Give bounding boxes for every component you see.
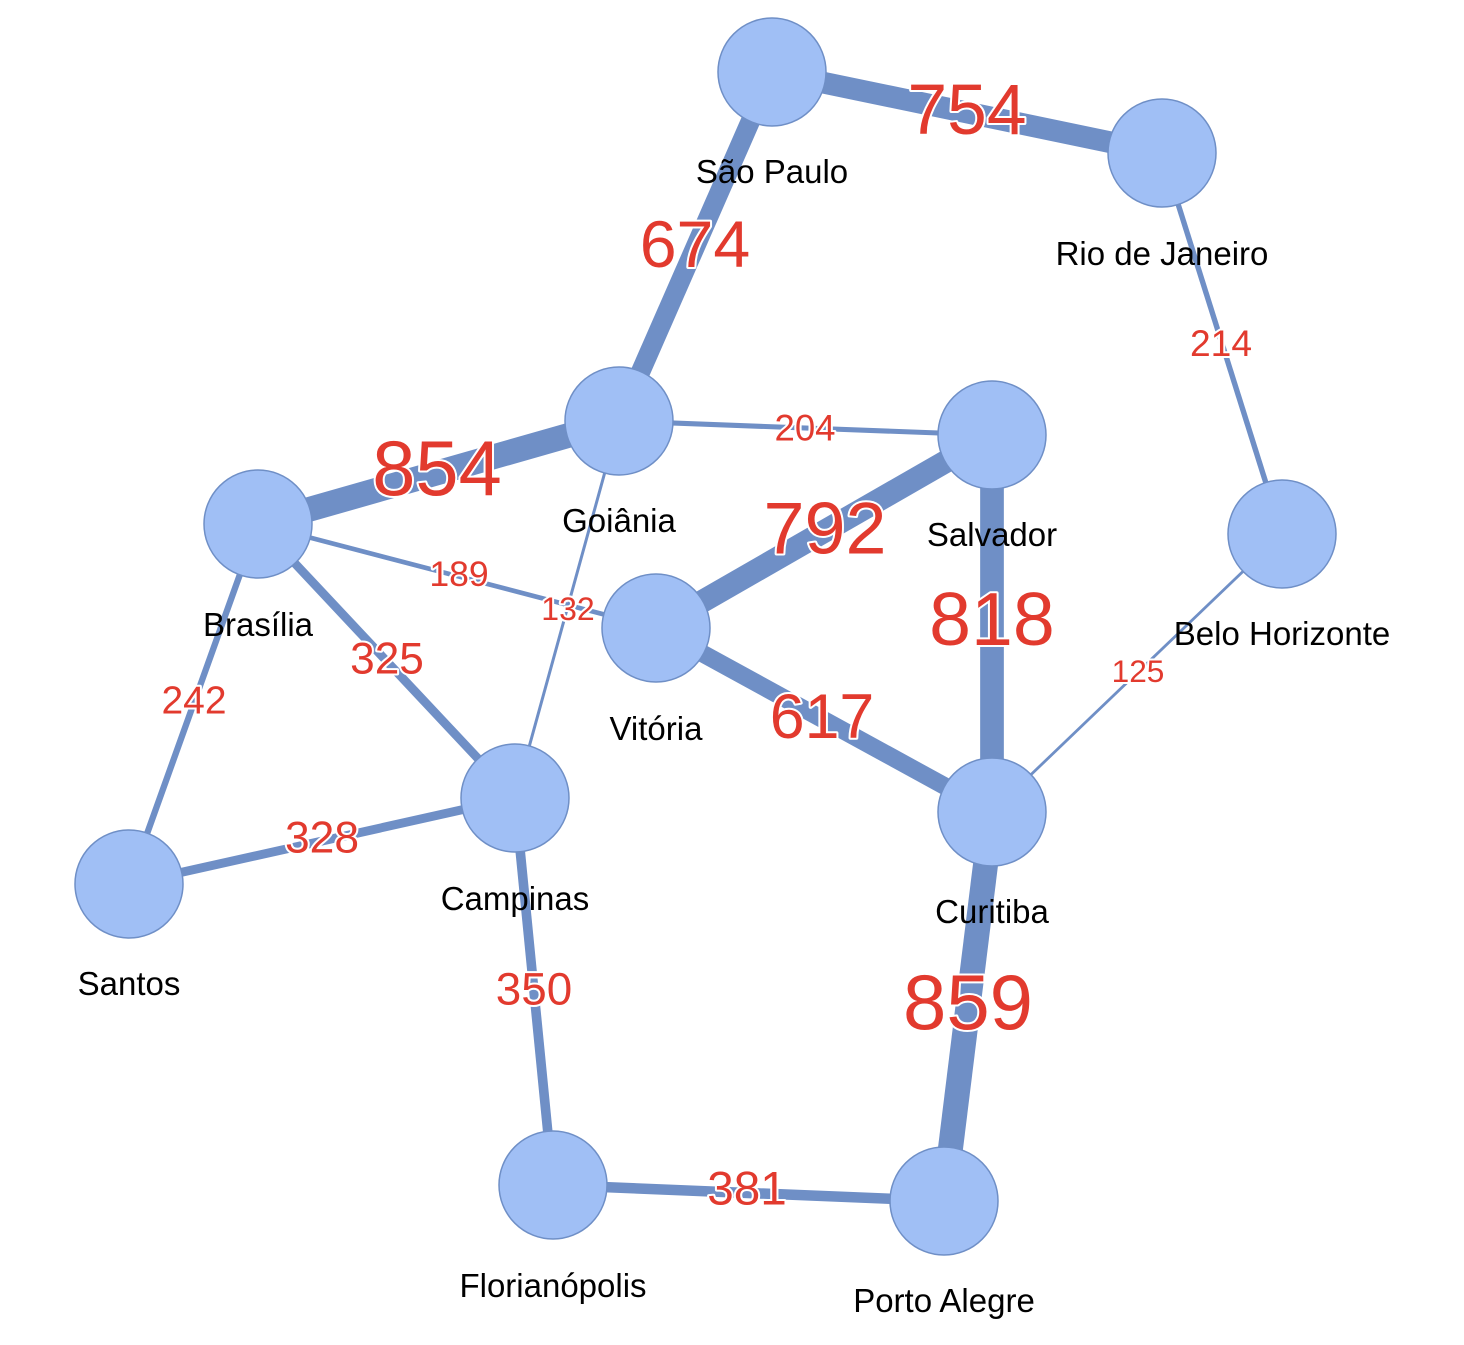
edge-weight-label: 792 xyxy=(764,487,887,570)
edge-weight-label: 242 xyxy=(161,680,226,723)
node-st xyxy=(74,829,184,939)
edge-weight-label: 754 xyxy=(908,70,1027,150)
edge-weight-label: 132 xyxy=(541,591,594,627)
node-label: Salvador xyxy=(927,516,1057,553)
edge-weight-label: 818 xyxy=(929,577,1055,661)
edge-weight-label: 381 xyxy=(707,1163,787,1216)
edge-sp-go xyxy=(610,68,781,425)
node-go xyxy=(564,366,674,476)
edge-bh-cu xyxy=(991,532,1283,814)
edge-fl-pa xyxy=(552,1179,945,1207)
edge-br-st xyxy=(126,522,261,886)
node-sp xyxy=(717,17,827,127)
node-fl xyxy=(498,1130,608,1240)
node-label: São Paulo xyxy=(696,153,848,190)
edge-weight-label: 859 xyxy=(903,958,1033,1046)
node-layer xyxy=(74,17,1337,1256)
edge-go-sa xyxy=(618,418,993,438)
edge-ca-fl xyxy=(510,797,558,1186)
edge-weight-label: 204 xyxy=(774,408,835,449)
node-pa xyxy=(889,1146,999,1256)
node-cu xyxy=(937,757,1047,867)
edge-sp-rj xyxy=(769,61,1165,164)
edge-go-ca xyxy=(513,420,621,799)
edge-layer xyxy=(126,61,1285,1207)
node-label: Florianópolis xyxy=(459,1267,646,1304)
edge-weight-label: 617 xyxy=(770,682,875,752)
node-ca xyxy=(460,743,570,853)
node-vi xyxy=(601,573,711,683)
node-sa xyxy=(937,380,1047,490)
edge-vi-cu xyxy=(651,620,997,820)
edge-weight-label: 214 xyxy=(1190,322,1252,364)
edge-weight-label: 350 xyxy=(496,964,572,1015)
edge-weight-label: 189 xyxy=(429,554,488,594)
edge-label-layer: 754 674 214 204 854 132 792 818 189 325 242 125 617 3… xyxy=(159,68,1254,1218)
edge-weight-label: 854 xyxy=(372,426,501,512)
edge-weight-label: 328 xyxy=(285,814,359,863)
edge-weight-label: 674 xyxy=(640,208,751,282)
edge-weight-label: 125 xyxy=(1112,653,1165,689)
edge-br-ca xyxy=(254,520,519,802)
node-label: Curitiba xyxy=(935,893,1049,930)
edge-weight-label: 325 xyxy=(350,635,424,684)
node-br xyxy=(203,469,313,579)
node-bh xyxy=(1227,479,1337,589)
node-label: Vitória xyxy=(610,710,704,747)
node-label: Santos xyxy=(78,965,181,1002)
edge-sa-vi xyxy=(650,425,998,638)
node-label: Rio de Janeiro xyxy=(1056,235,1269,272)
node-label: Belo Horizonte xyxy=(1174,615,1390,652)
node-label: Campinas xyxy=(441,880,590,917)
node-label: Goiânia xyxy=(562,502,676,539)
edge-ca-st xyxy=(128,793,516,889)
node-label: Porto Alegre xyxy=(853,1282,1035,1319)
node-label: Brasília xyxy=(203,606,314,643)
edge-cu-pa xyxy=(931,810,1005,1203)
edge-br-vi xyxy=(257,521,657,631)
edge-rj-bh xyxy=(1159,152,1285,535)
node-rj xyxy=(1107,98,1217,208)
edge-go-br xyxy=(254,409,623,536)
